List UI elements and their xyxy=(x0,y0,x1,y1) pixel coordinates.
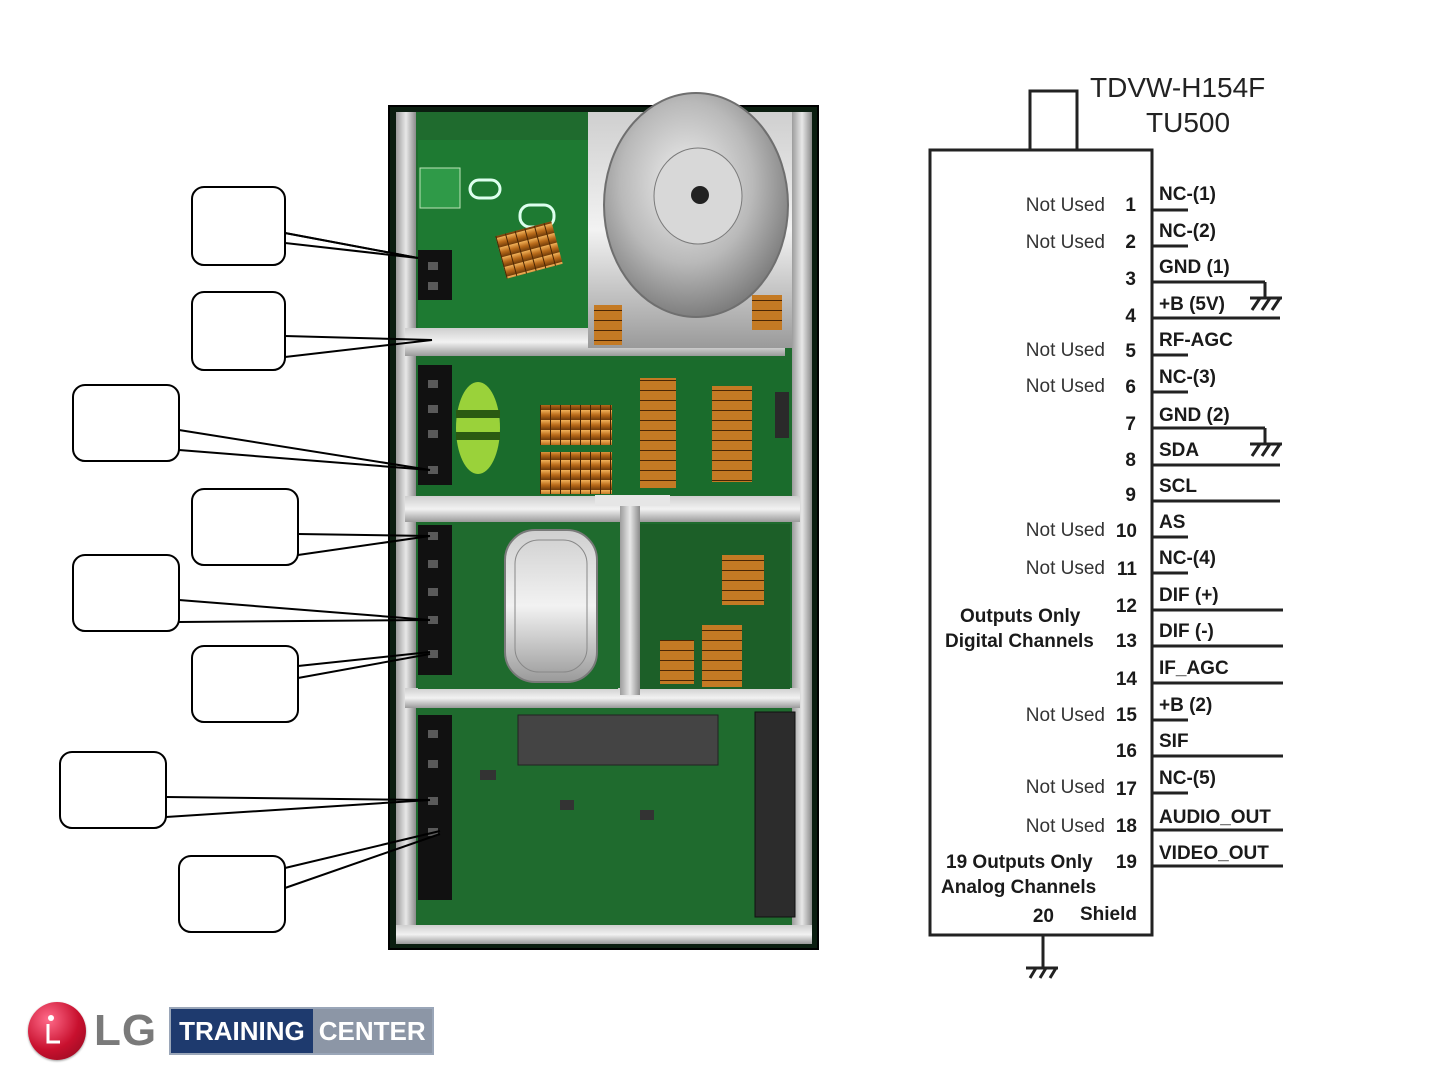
pin-number: 4 xyxy=(1125,306,1136,327)
lg-training-center-logo: LG TRAINING CENTER xyxy=(28,1000,434,1062)
not-used-note: Not Used xyxy=(1026,558,1105,579)
callout-box xyxy=(191,488,431,566)
pin-number: 10 xyxy=(1116,521,1137,542)
chip-title-line1: TDVW-H154F xyxy=(1090,72,1265,103)
signal-label: IF_AGC xyxy=(1159,658,1229,679)
center-text: CENTER xyxy=(312,1009,432,1053)
signal-label: NC-(5) xyxy=(1159,768,1216,789)
pin-number: 15 xyxy=(1116,705,1138,726)
pin-number: 12 xyxy=(1116,596,1137,617)
pin-lines xyxy=(1152,208,1283,868)
signal-label: NC-(4) xyxy=(1159,548,1216,569)
signal-label: DIF (-) xyxy=(1159,621,1214,642)
signal-label: +B (2) xyxy=(1159,695,1212,716)
signal-label: +B (5V) xyxy=(1159,294,1225,315)
callout-box xyxy=(191,291,433,371)
pin-number: 18 xyxy=(1116,816,1137,837)
signal-label: GND (1) xyxy=(1159,257,1230,278)
pin-number: 20 xyxy=(1033,906,1054,927)
digital-note-line2: Digital Channels xyxy=(945,631,1094,652)
callout-box xyxy=(59,751,431,829)
not-used-note: Not Used xyxy=(1026,376,1105,397)
pin-number: 16 xyxy=(1116,741,1137,762)
pin-number: 2 xyxy=(1125,232,1136,253)
chip-body xyxy=(928,148,1154,937)
not-used-note: Not Used xyxy=(1026,777,1105,798)
signal-label: DIF (+) xyxy=(1159,585,1219,606)
pin-numbers: 1 2 3 4 5 6 7 8 9 10 11 12 13 14 15 16 1… xyxy=(1033,195,1138,927)
signal-label: NC-(2) xyxy=(1159,221,1216,242)
pin-number: 13 xyxy=(1116,631,1137,652)
signal-labels: NC-(1) NC-(2) GND (1) +B (5V) RF-AGC NC-… xyxy=(1080,184,1271,925)
not-used-note: Not Used xyxy=(1026,195,1105,216)
callout-box xyxy=(72,384,431,471)
not-used-note: Not Used xyxy=(1026,520,1105,541)
signal-label: AUDIO_OUT xyxy=(1159,807,1271,828)
signal-label: NC-(1) xyxy=(1159,184,1216,205)
signal-label: RF-AGC xyxy=(1159,330,1233,351)
pin-number: 17 xyxy=(1116,779,1137,800)
callout-group xyxy=(59,186,441,933)
analog-note-line2: Analog Channels xyxy=(941,877,1096,898)
signal-label: SIF xyxy=(1159,731,1189,752)
training-text: TRAINING xyxy=(171,1009,313,1053)
ground-symbol xyxy=(1152,426,1282,457)
output-compartment xyxy=(418,710,796,922)
pin-number: 8 xyxy=(1125,450,1136,471)
callout-box xyxy=(178,830,441,933)
signal-label: AS xyxy=(1159,512,1185,533)
pin-number: 5 xyxy=(1125,341,1136,362)
callout-box xyxy=(191,186,419,266)
signal-label: SDA xyxy=(1159,440,1199,461)
chip-title-line2: TU500 xyxy=(1146,107,1230,138)
pin-number: 6 xyxy=(1125,377,1136,398)
rf-input-tab xyxy=(1028,89,1079,152)
ground-symbol xyxy=(1152,280,1282,311)
callout-box xyxy=(72,554,431,632)
pin-number: 9 xyxy=(1125,485,1136,506)
signal-label: SCL xyxy=(1159,476,1197,497)
pin-number: 3 xyxy=(1125,269,1136,290)
analog-note-line1: 19 Outputs Only xyxy=(946,852,1093,873)
lg-face-icon xyxy=(28,1002,86,1060)
signal-label: Shield xyxy=(1080,904,1137,925)
signal-label: NC-(3) xyxy=(1159,367,1216,388)
not-used-note: Not Used xyxy=(1026,816,1105,837)
training-center-badge: TRAINING CENTER xyxy=(169,1007,434,1055)
pin-number: 19 xyxy=(1116,852,1137,873)
not-used-note: Not Used xyxy=(1026,232,1105,253)
lg-brand-text: LG xyxy=(94,1006,158,1055)
pin-number: 1 xyxy=(1125,195,1136,216)
not-used-note: Not Used xyxy=(1026,705,1105,726)
ground-symbol xyxy=(1026,935,1058,979)
pin-notes: Not Used Not Used Not Used Not Used Not … xyxy=(1026,195,1105,837)
mixer-compartment xyxy=(418,360,790,495)
callout-box xyxy=(191,645,431,723)
signal-label: VIDEO_OUT xyxy=(1159,843,1269,864)
pin-number: 11 xyxy=(1117,559,1138,580)
signal-label: GND (2) xyxy=(1159,405,1230,426)
pin-number: 14 xyxy=(1116,669,1138,690)
digital-note-line1: Outputs Only xyxy=(960,606,1081,627)
not-used-note: Not Used xyxy=(1026,340,1105,361)
pin-number: 7 xyxy=(1125,414,1136,435)
